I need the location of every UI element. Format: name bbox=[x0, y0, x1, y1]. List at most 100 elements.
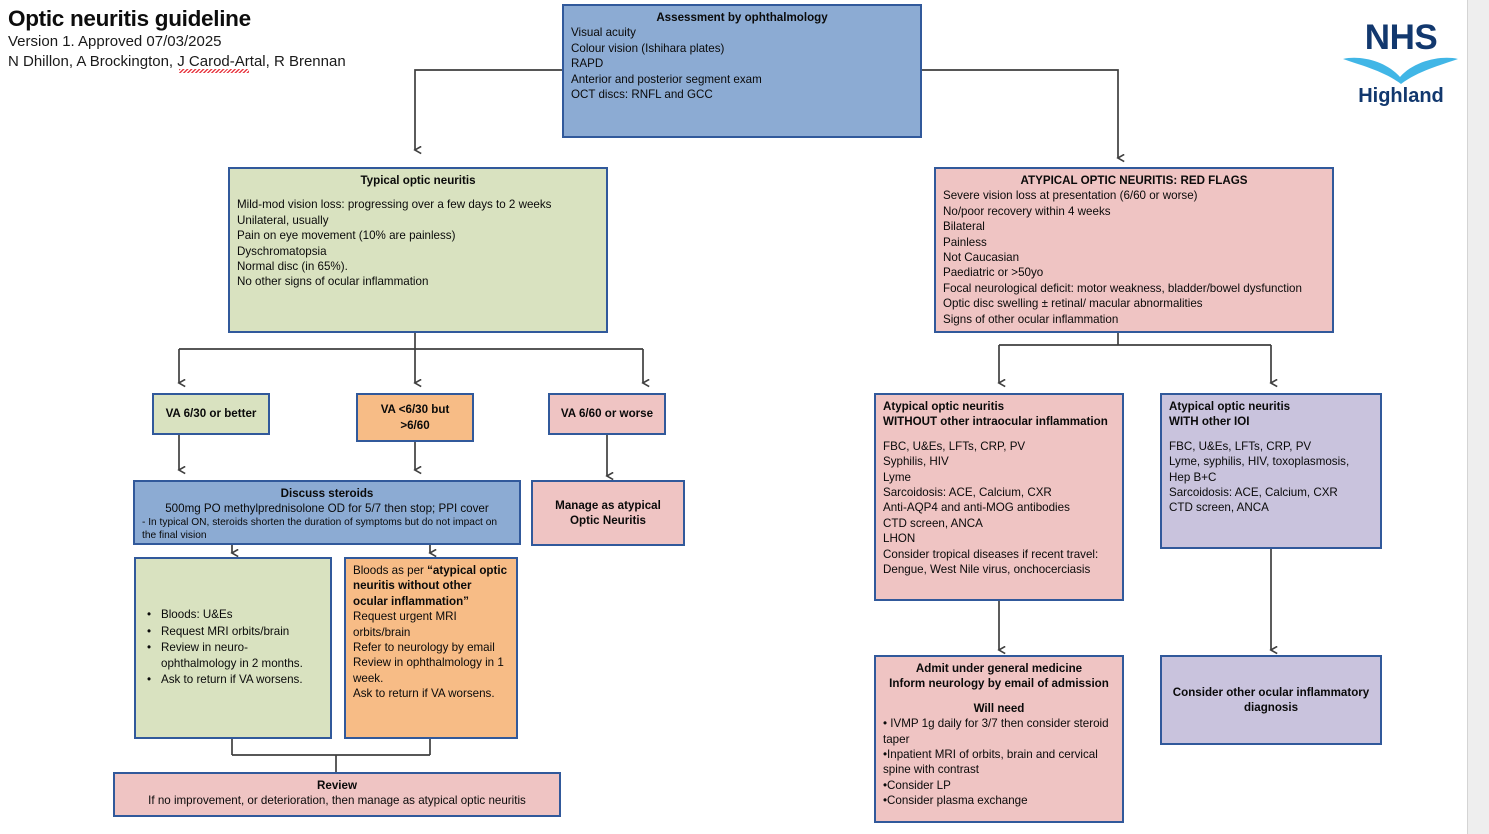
va-worse-label: VA 6/60 or worse bbox=[560, 407, 654, 421]
without-ioi-heading-0: Atypical optic neuritis bbox=[883, 400, 1005, 413]
orange-plan-line-0: Request urgent MRI orbits/brain bbox=[353, 610, 460, 639]
without-ioi-line-3: Sarcoidosis: ACE, Calcium, CXR bbox=[883, 486, 1052, 500]
without-ioi-line-8: Dengue, West Nile virus, onchocerciasis bbox=[883, 563, 1091, 577]
steroids-heading: Discuss steroids bbox=[280, 487, 374, 500]
typical-line-2: Pain on eye movement (10% are painless) bbox=[237, 229, 456, 243]
typical-line-0: Mild-mod vision loss: progressing over a… bbox=[237, 198, 552, 212]
authors-text: N Dhillon, A Brockington, J Carod-Artal,… bbox=[8, 52, 346, 74]
spacer bbox=[883, 692, 1115, 701]
node-assessment[interactable]: Assessment by ophthalmology Visual acuit… bbox=[562, 4, 922, 138]
without-ioi-line-6: LHON bbox=[883, 532, 916, 546]
assessment-line-0: Visual acuity bbox=[571, 26, 636, 40]
review-heading: Review bbox=[317, 779, 357, 792]
spacer bbox=[237, 188, 599, 197]
node-atypical-with-ioi[interactable]: Atypical optic neuritis WITH other IOI F… bbox=[1160, 393, 1382, 549]
typical-line-5: No other signs of ocular inflammation bbox=[237, 275, 429, 289]
orange-plan-line-1: Refer to neurology by email bbox=[353, 641, 495, 655]
title-block: Optic neuritis guideline Version 1. Appr… bbox=[8, 6, 346, 74]
redflags-line-6: Focal neurological deficit: motor weakne… bbox=[943, 281, 1302, 295]
admit-line-2: •Consider LP bbox=[883, 778, 951, 792]
consider-other-line-1: diagnosis bbox=[1243, 701, 1299, 714]
with-ioi-line-0: FBC, U&Es, LFTs, CRP, PV bbox=[1169, 439, 1312, 453]
redflags-line-0: Severe vision loss at presentation (6/60… bbox=[943, 189, 1198, 203]
orange-plan-line-3: Ask to return if VA worsens. bbox=[353, 687, 495, 701]
nhs-highland-logo: NHS Highland bbox=[1342, 20, 1460, 120]
typical-plan-bullets: Bloods: U&Es Request MRI orbits/brain Re… bbox=[143, 607, 323, 688]
redflags-line-8: Signs of other ocular inflammation bbox=[943, 312, 1119, 326]
manage-atypical-line-1: Optic Neuritis bbox=[569, 514, 647, 527]
without-ioi-line-7: Consider tropical diseases if recent tra… bbox=[883, 547, 1099, 561]
page-gutter bbox=[1467, 0, 1489, 834]
admit-heading-0: Admit under general medicine bbox=[915, 662, 1083, 675]
node-typical-management-plan[interactable]: Bloods: U&Es Request MRI orbits/brain Re… bbox=[134, 557, 332, 739]
without-ioi-line-1: Syphilis, HIV bbox=[883, 455, 949, 469]
spellcheck-squiggle bbox=[179, 69, 249, 74]
node-discuss-steroids[interactable]: Discuss steroids 500mg PO methylpredniso… bbox=[133, 480, 521, 545]
va-mid-label-0: VA <6/30 but bbox=[380, 403, 450, 417]
redflags-line-4: Not Caucasian bbox=[943, 251, 1020, 265]
spacer bbox=[1169, 430, 1373, 439]
consider-other-line-0: Consider other ocular inflammatory bbox=[1172, 685, 1370, 699]
admit-line-1: •Inpatient MRI of orbits, brain and cerv… bbox=[883, 748, 1102, 777]
orange-plan-intro-bold: “atypical optic neuritis without other o… bbox=[353, 564, 511, 608]
assessment-heading: Assessment by ophthalmology bbox=[656, 11, 828, 24]
assessment-line-4: OCT discs: RNFL and GCC bbox=[571, 88, 713, 102]
node-atypical-without-ioi[interactable]: Atypical optic neuritis WITHOUT other in… bbox=[874, 393, 1124, 601]
nhs-swoosh-icon bbox=[1343, 57, 1458, 84]
typical-heading: Typical optic neuritis bbox=[360, 174, 476, 187]
orange-plan-line-2: Review in ophthalmology in 1 week. bbox=[353, 656, 508, 685]
without-ioi-heading-1: WITHOUT other intraocular inflammation bbox=[883, 415, 1108, 429]
typical-plan-bullet-1: Request MRI orbits/brain bbox=[145, 624, 323, 640]
redflags-line-1: No/poor recovery within 4 weeks bbox=[943, 204, 1111, 218]
node-va-6-30-or-better[interactable]: VA 6/30 or better bbox=[152, 393, 270, 435]
with-ioi-line-1: Lyme, syphilis, HIV, toxoplasmosis, bbox=[1169, 455, 1350, 469]
va-good-label: VA 6/30 or better bbox=[165, 407, 257, 421]
redflags-line-7: Optic disc swelling ± retinal/ macular a… bbox=[943, 297, 1203, 311]
node-manage-as-atypical[interactable]: Manage as atypical Optic Neuritis bbox=[531, 480, 685, 546]
with-ioi-line-4: CTD screen, ANCA bbox=[1169, 501, 1269, 515]
redflags-heading: ATYPICAL OPTIC NEURITIS: RED FLAGS bbox=[1020, 174, 1248, 187]
version-text: Version 1. Approved 07/03/2025 bbox=[8, 33, 222, 50]
node-consider-other-diagnosis[interactable]: Consider other ocular inflammatory diagn… bbox=[1160, 655, 1382, 745]
manage-atypical-line-0: Manage as atypical bbox=[555, 498, 661, 512]
without-ioi-line-5: CTD screen, ANCA bbox=[883, 516, 983, 530]
admit-line-3: •Consider plasma exchange bbox=[883, 794, 1028, 808]
assessment-line-1: Colour vision (Ishihara plates) bbox=[571, 41, 725, 55]
steroids-note-line: - In typical ON, steroids shorten the du… bbox=[142, 516, 500, 541]
admit-line-0: • IVMP 1g daily for 3/7 then consider st… bbox=[883, 717, 1112, 746]
review-line-0: If no improvement, or deterioration, the… bbox=[148, 794, 526, 808]
steroids-dose-line: 500mg PO methylprednisolone OD for 5/7 t… bbox=[165, 502, 489, 516]
redflags-line-2: Bilateral bbox=[943, 220, 985, 234]
with-ioi-line-2: Hep B+C bbox=[1169, 470, 1217, 484]
typical-line-1: Unilateral, usually bbox=[237, 213, 329, 227]
node-admit-general-medicine[interactable]: Admit under general medicine Inform neur… bbox=[874, 655, 1124, 823]
admit-subheading: Will need bbox=[973, 701, 1025, 715]
orange-plan-intro: Bloods as per “atypical optic neuritis w… bbox=[353, 563, 509, 609]
authors-label: N Dhillon, A Brockington, J Carod-Artal,… bbox=[8, 53, 346, 71]
node-va-6-60-or-worse[interactable]: VA 6/60 or worse bbox=[548, 393, 666, 435]
redflags-line-5: Paediatric or >50yo bbox=[943, 266, 1044, 280]
va-mid-label-1: >6/60 bbox=[400, 418, 430, 432]
typical-plan-bullet-3: Ask to return if VA worsens. bbox=[145, 672, 323, 688]
node-typical-optic-neuritis[interactable]: Typical optic neuritis Mild-mod vision l… bbox=[228, 167, 608, 333]
page-title: Optic neuritis guideline bbox=[8, 6, 251, 31]
without-ioi-line-0: FBC, U&Es, LFTs, CRP, PV bbox=[883, 439, 1026, 453]
node-va-under-6-30[interactable]: VA <6/30 but >6/60 bbox=[356, 393, 474, 442]
with-ioi-heading-1: WITH other IOI bbox=[1169, 415, 1250, 429]
typical-line-4: Normal disc (in 65%). bbox=[237, 260, 348, 274]
nhs-wordmark: NHS bbox=[1364, 18, 1438, 57]
node-review[interactable]: Review If no improvement, or deteriorati… bbox=[113, 772, 561, 817]
node-red-flags[interactable]: ATYPICAL OPTIC NEURITIS: RED FLAGS Sever… bbox=[934, 167, 1334, 333]
spacer bbox=[883, 430, 1115, 439]
with-ioi-line-3: Sarcoidosis: ACE, Calcium, CXR bbox=[1169, 486, 1338, 500]
assessment-line-3: Anterior and posterior segment exam bbox=[571, 72, 762, 86]
admit-heading-1: Inform neurology by email of admission bbox=[889, 677, 1109, 691]
node-intermediate-management-plan[interactable]: Bloods as per “atypical optic neuritis w… bbox=[344, 557, 518, 739]
with-ioi-heading-0: Atypical optic neuritis bbox=[1169, 400, 1291, 413]
without-ioi-line-4: Anti-AQP4 and anti-MOG antibodies bbox=[883, 501, 1070, 515]
redflags-line-3: Painless bbox=[943, 235, 987, 249]
typical-plan-bullet-2: Review in neuro-ophthalmology in 2 month… bbox=[145, 640, 323, 671]
orange-plan-intro-plain: Bloods as per bbox=[353, 564, 428, 577]
without-ioi-line-2: Lyme bbox=[883, 470, 911, 484]
